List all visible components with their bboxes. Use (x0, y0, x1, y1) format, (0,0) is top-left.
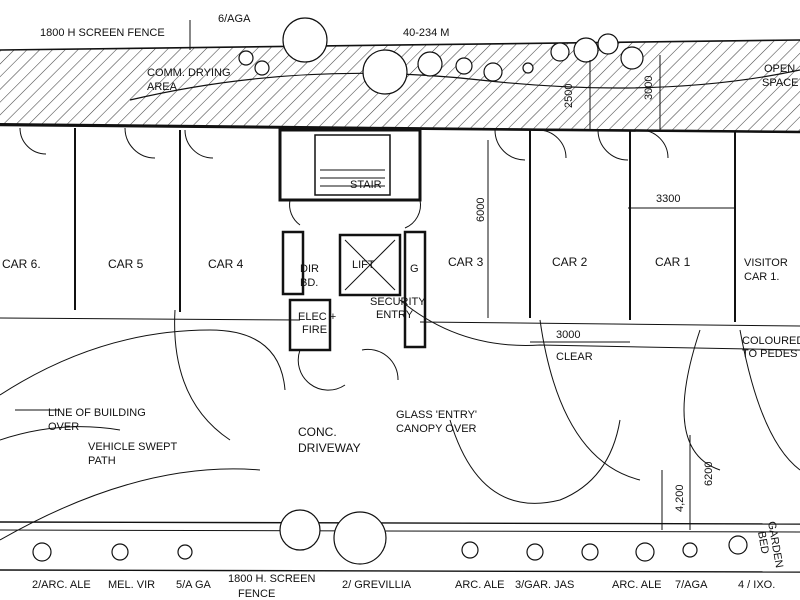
bay-visitor-label-2: CAR 1. (744, 271, 779, 283)
g-label: G (410, 263, 419, 275)
top-trees (238, 17, 644, 95)
clear-label: CLEAR (556, 351, 593, 363)
plant-label-aga-5: 5/A GA (176, 579, 212, 591)
bay-car-4: CAR 4 (208, 257, 244, 271)
bay-car-5: CAR 5 (108, 257, 144, 271)
stair-label: STAIR (350, 179, 382, 191)
top-labels: 1800 H SCREEN FENCE 6/AGA 40-234 M COMM.… (40, 13, 798, 108)
dimension-3000-vertical: 3000 (643, 76, 655, 100)
security-entry-label-1: SECURITY (370, 296, 426, 308)
line-of-building-label-2: OVER (48, 421, 79, 433)
bay-car-1: CAR 1 (655, 255, 691, 269)
driveway-label-1: CONC. (298, 425, 337, 439)
dimension-4200: 4,200 (674, 484, 686, 512)
bay-visitor-label-1: VISITOR (744, 257, 788, 269)
car-bay-labels: CAR 6. CAR 5 CAR 4 CAR 3 CAR 2 CAR 1 VIS… (2, 255, 788, 283)
lift-label: LIFT (352, 259, 375, 271)
drying-area-label-1: COMM. DRYING (147, 67, 231, 79)
vehicle-swept-paths (0, 299, 800, 541)
dimension-6200: 6200 (703, 462, 715, 486)
plant-label-arc-ale-1: 2/ARC. ALE (32, 579, 91, 591)
building-core (278, 128, 427, 391)
front-boundary (0, 521, 800, 573)
plant-label-aga-7: 7/AGA (675, 579, 708, 591)
canopy-label-2: CANOPY OVER (396, 423, 477, 435)
dimension-labels: 3300 6000 3000 CLEAR 6200 4,200 (475, 193, 715, 512)
plant-label-ixo: 4 / IXO. (738, 579, 775, 591)
open-space-label-2: SPACE (762, 77, 798, 89)
plant-label-grevillia: 2/ GREVILLIA (342, 579, 412, 591)
bottom-trees (32, 509, 748, 565)
plant-label-gar-jas: 3/GAR. JAS (515, 579, 574, 591)
dir-board-label-1: DIR (300, 263, 319, 275)
bay-car-2: CAR 2 (552, 255, 588, 269)
driveway-label-2: DRIVEWAY (298, 441, 361, 455)
dimension-2500: 2500 (563, 84, 575, 108)
plant-label-arc-ale-2: ARC. ALE (455, 579, 505, 591)
elec-fire-label-2: FIRE (302, 324, 327, 336)
plant-label-top: 6/AGA (218, 13, 251, 25)
fence-label-bottom-2: FENCE (238, 588, 275, 600)
annotation-labels: LINE OF BUILDING OVER VEHICLE SWEPT PATH… (48, 335, 800, 467)
coloured-label-1: COLOURED (742, 335, 800, 347)
bottom-labels: 2/ARC. ALE MEL. VIR 5/A GA 1800 H. SCREE… (32, 520, 785, 600)
core-labels: STAIR LIFT DIR BD. ELEC + FIRE G SECURIT… (298, 179, 426, 336)
bay-car-3: CAR 3 (448, 255, 484, 269)
dimension-3300: 3300 (656, 193, 680, 205)
security-entry-label-2: ENTRY (376, 309, 414, 321)
fence-label-bottom-1: 1800 H. SCREEN (228, 573, 315, 585)
canopy-label-1: GLASS 'ENTRY' (396, 409, 477, 421)
drying-area-label-2: AREA (147, 81, 178, 93)
bay-car-6: CAR 6. (2, 257, 41, 271)
dimension-6000: 6000 (475, 198, 487, 222)
coloured-label-2: TO PEDESTRI (742, 348, 800, 360)
dimension-3000: 3000 (556, 329, 580, 341)
vehicle-swept-label-2: PATH (88, 455, 116, 467)
line-of-building-label-1: LINE OF BUILDING (48, 407, 146, 419)
open-space-label-1: OPEN (764, 63, 795, 75)
plant-label-mel-vir: MEL. VIR (108, 579, 155, 591)
garden-bed-label-2: BED (755, 530, 771, 554)
fence-label-top: 1800 H SCREEN FENCE (40, 27, 165, 39)
plant-label-arc-ale-3: ARC. ALE (612, 579, 662, 591)
dimension-label-top: 40-234 M (403, 27, 449, 39)
vehicle-swept-label-1: VEHICLE SWEPT (88, 441, 178, 453)
dimension-lines (15, 20, 735, 530)
dir-board-label-2: BD. (300, 277, 318, 289)
elec-fire-label-1: ELEC + (298, 311, 336, 323)
